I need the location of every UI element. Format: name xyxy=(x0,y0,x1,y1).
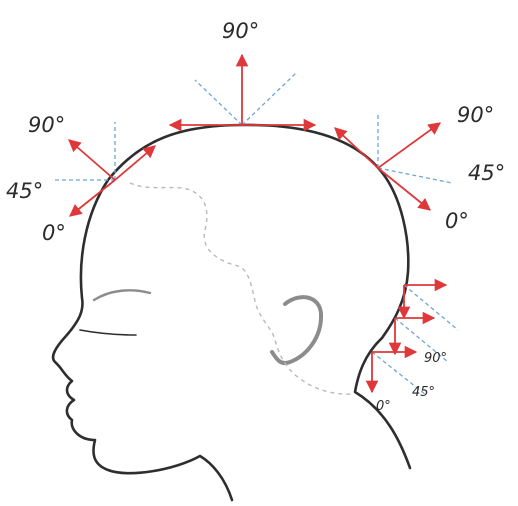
label-crown-90: 90° xyxy=(222,19,259,43)
nape-guide-1 xyxy=(404,285,458,330)
label-nape-45: 45° xyxy=(412,385,435,400)
back-arrow-0 xyxy=(378,168,430,210)
eye-line xyxy=(80,330,136,335)
label-front-90: 90° xyxy=(28,113,65,137)
ear xyxy=(272,297,321,363)
head-outline xyxy=(53,125,410,500)
crown-arrows xyxy=(170,55,315,125)
label-back-90: 90° xyxy=(457,103,494,127)
crown-guide-left xyxy=(195,80,242,125)
label-back-45: 45° xyxy=(468,161,505,185)
back-arrow-tangent xyxy=(335,128,378,168)
hairline xyxy=(130,183,352,394)
back-arrows xyxy=(335,112,452,210)
back-arrow-90 xyxy=(378,123,440,168)
front-arrows xyxy=(52,122,155,216)
crown-guide-right xyxy=(242,73,296,125)
label-nape-0: 0° xyxy=(376,399,391,414)
front-arrow-tangent xyxy=(115,146,155,180)
label-back-0: 0° xyxy=(445,209,469,233)
label-nape-90: 90° xyxy=(424,351,447,366)
label-front-45: 45° xyxy=(6,179,43,203)
label-front-0: 0° xyxy=(42,221,66,245)
eyebrow xyxy=(94,290,150,300)
front-arrow-90 xyxy=(69,140,115,180)
nape-arrows xyxy=(372,285,458,395)
